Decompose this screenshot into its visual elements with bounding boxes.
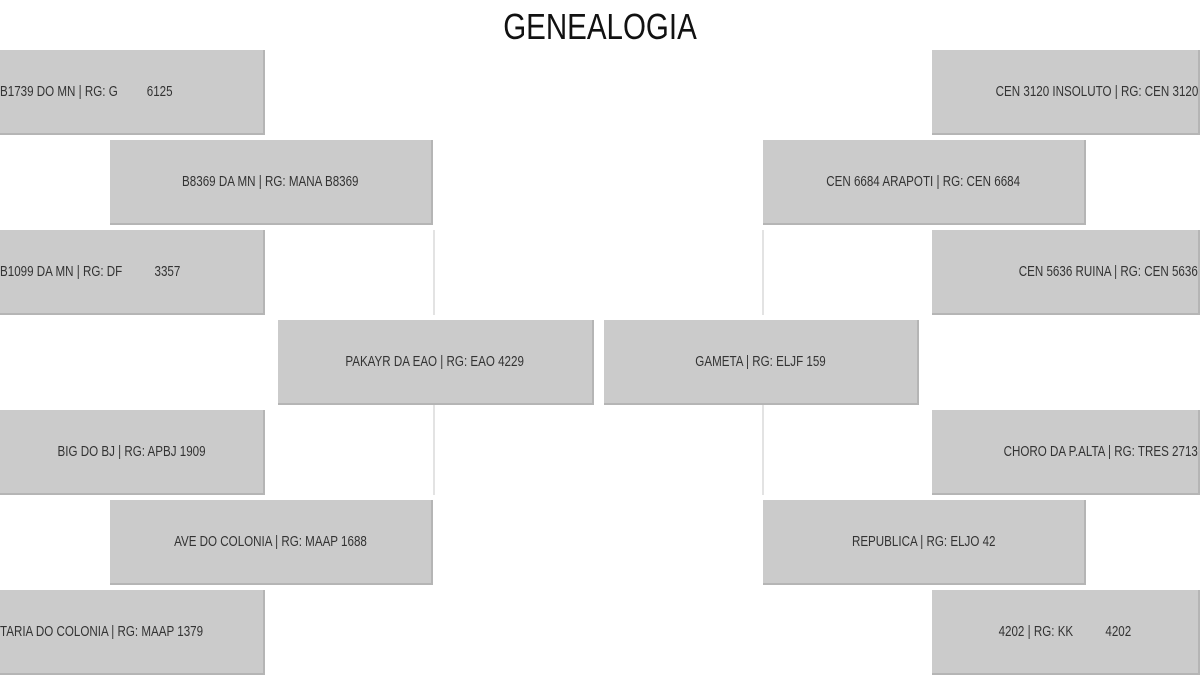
pedigree-box-dam[interactable]: GAMETA | RG: ELJF 159	[604, 320, 919, 405]
pedigree-box-label: CEN 5636 RUINA | RG: CEN 5636	[1018, 263, 1198, 280]
pedigree-box-label: 4202 | RG: KK 4202	[998, 623, 1132, 640]
pedigree-box-sire[interactable]: PAKAYR DA EAO | RG: EAO 4229	[278, 320, 594, 405]
pedigree-box-sire-dam-sire[interactable]: BIG DO BJ | RG: APBJ 1909	[0, 410, 265, 495]
pedigree-box-dam-sire[interactable]: CEN 6684 ARAPOTI | RG: CEN 6684	[763, 140, 1086, 225]
pedigree-box-dam-sire-dam[interactable]: CEN 5636 RUINA | RG: CEN 5636	[932, 230, 1200, 315]
pedigree-box-sire-dam[interactable]: AVE DO COLONIA | RG: MAAP 1688	[110, 500, 433, 585]
pedigree-box-label: B8369 DA MN | RG: MANA B8369	[182, 173, 359, 190]
connector-line	[762, 405, 764, 495]
pedigree-box-label: CHORO DA P.ALTA | RG: TRES 2713	[1003, 443, 1198, 460]
pedigree-box-sire-sire-sire[interactable]: B1739 DO MN | RG: G 6125	[0, 50, 265, 135]
pedigree-box-dam-sire-sire[interactable]: CEN 3120 INSOLUTO | RG: CEN 3120	[932, 50, 1200, 135]
connector-line	[433, 405, 435, 495]
pedigree-box-label: B1739 DO MN | RG: G 6125	[0, 83, 173, 100]
pedigree-box-label: PAKAYR DA EAO | RG: EAO 4229	[345, 353, 525, 370]
connector-line	[433, 230, 435, 315]
pedigree-box-label: CEN 6684 ARAPOTI | RG: CEN 6684	[826, 173, 1021, 190]
pedigree-box-label: B1099 DA MN | RG: DF 3357	[0, 263, 181, 280]
pedigree-box-sire-dam-dam[interactable]: TARIA DO COLONIA | RG: MAAP 1379	[0, 590, 265, 675]
pedigree-box-dam-dam-sire[interactable]: CHORO DA P.ALTA | RG: TRES 2713	[932, 410, 1200, 495]
pedigree-box-label: AVE DO COLONIA | RG: MAAP 1688	[174, 533, 367, 550]
pedigree-box-label: CEN 3120 INSOLUTO | RG: CEN 3120	[995, 83, 1198, 100]
pedigree-box-label: TARIA DO COLONIA | RG: MAAP 1379	[0, 623, 204, 640]
pedigree-box-sire-sire[interactable]: B8369 DA MN | RG: MANA B8369	[110, 140, 433, 225]
pedigree-box-label: BIG DO BJ | RG: APBJ 1909	[57, 443, 206, 460]
pedigree-box-dam-dam-dam[interactable]: 4202 | RG: KK 4202	[932, 590, 1200, 675]
pedigree-box-label: REPUBLICA | RG: ELJO 42	[851, 533, 996, 550]
connector-line	[762, 230, 764, 315]
page-title: GENEALOGIA	[503, 6, 697, 47]
pedigree-box-label: GAMETA | RG: ELJF 159	[695, 353, 826, 370]
pedigree-box-dam-dam[interactable]: REPUBLICA | RG: ELJO 42	[763, 500, 1086, 585]
pedigree-box-sire-sire-dam[interactable]: B1099 DA MN | RG: DF 3357	[0, 230, 265, 315]
